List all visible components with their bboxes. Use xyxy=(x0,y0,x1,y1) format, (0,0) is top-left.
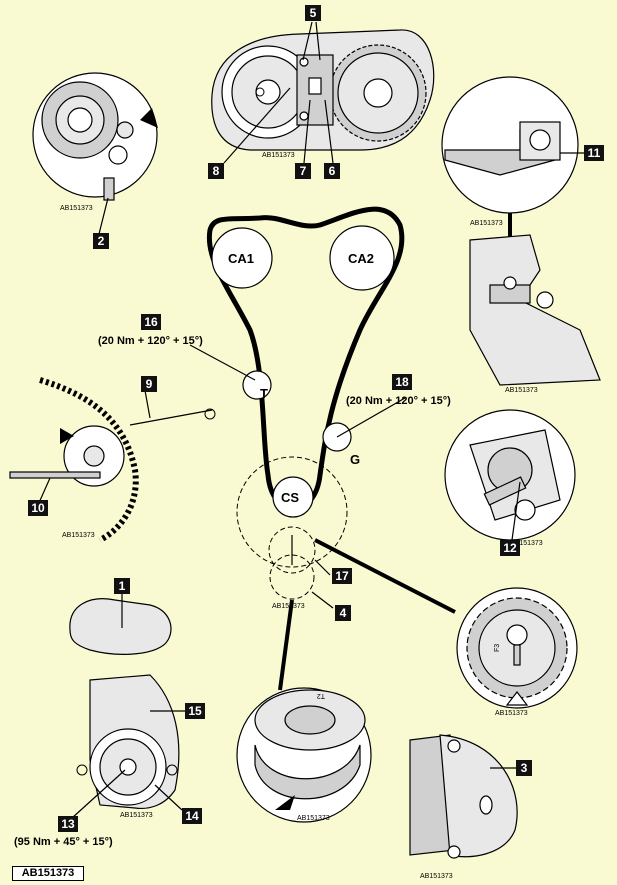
callout-5: 5 xyxy=(305,5,321,21)
svg-text:5: 5 xyxy=(310,6,317,20)
reference-code-box: AB151373 xyxy=(12,866,84,881)
callout-15: 15 xyxy=(185,703,205,719)
tensioner-pin-detail: AB151373 xyxy=(444,409,576,547)
ref-code-label: AB151373 xyxy=(470,220,503,227)
callout-11: 11 xyxy=(584,145,604,161)
callout-1: 1 xyxy=(114,578,130,594)
crank-lock-tool-detail: AB151373 xyxy=(409,734,518,880)
torque-spec-18: (20 Nm + 120° + 15°) xyxy=(346,395,451,407)
ref-code-label: AB151373 xyxy=(120,812,153,819)
callout-12: 12 xyxy=(500,540,520,556)
torque-spec-13: (95 Nm + 45° + 15°) xyxy=(14,836,113,848)
svg-text:16: 16 xyxy=(144,315,158,329)
callout-4: 4 xyxy=(335,605,351,621)
svg-text:9: 9 xyxy=(146,377,153,391)
svg-text:17: 17 xyxy=(335,569,349,583)
crankshaft-gear-detail: F3 AB151373 xyxy=(456,587,578,717)
svg-text:13: 13 xyxy=(61,817,75,831)
crank-mark-label: F3 xyxy=(494,644,501,652)
callout-16: 16 xyxy=(141,314,161,330)
pulley-cs-label: CS xyxy=(281,490,299,505)
lower-cover-and-pulley: AB151373 xyxy=(76,674,180,819)
svg-text:3: 3 xyxy=(521,761,528,775)
svg-text:10: 10 xyxy=(31,501,45,515)
callout-8: 8 xyxy=(208,163,224,179)
torque-spec-16: (20 Nm + 120° + 15°) xyxy=(98,335,203,347)
pulley-t-label: T xyxy=(260,386,268,401)
callout-10: 10 xyxy=(28,500,48,516)
svg-text:11: 11 xyxy=(588,146,601,160)
svg-text:12: 12 xyxy=(503,541,517,555)
svg-text:4: 4 xyxy=(340,606,347,620)
engine-bracket-detail: AB151373 xyxy=(469,234,601,394)
pulley-ca2-label: CA2 xyxy=(348,251,374,266)
tensioner-circle-detail: AB151373 xyxy=(32,72,158,212)
crankshaft-pulley-detail: T2 AB151373 xyxy=(236,687,372,823)
timing-belt-layout: CA1 CA2 CS T G AB151373 xyxy=(206,206,405,610)
svg-text:8: 8 xyxy=(213,164,220,178)
ref-code-label: AB151373 xyxy=(60,205,93,212)
ref-code-label: AB151373 xyxy=(510,540,543,547)
pulley-g-label: G xyxy=(350,452,360,467)
ref-code-label: AB151373 xyxy=(272,603,305,610)
callout-2: 2 xyxy=(93,233,109,249)
callout-14: 14 xyxy=(182,808,202,824)
svg-text:18: 18 xyxy=(395,375,409,389)
pulley-mark-label: T2 xyxy=(317,692,325,699)
callout-9: 9 xyxy=(141,376,157,392)
camshaft-gears-detail: AB151373 xyxy=(211,29,435,159)
svg-text:1: 1 xyxy=(119,579,126,593)
callout-13: 13 xyxy=(58,816,78,832)
svg-text:7: 7 xyxy=(300,164,307,178)
ref-code-label: AB151373 xyxy=(262,152,295,159)
svg-text:15: 15 xyxy=(188,704,202,718)
callout-18: 18 xyxy=(392,374,412,390)
timing-cover-part xyxy=(69,598,172,655)
camshaft-lock-tool-detail: AB151373 xyxy=(441,76,579,227)
pulley-ca1-label: CA1 xyxy=(228,251,254,266)
svg-text:2: 2 xyxy=(98,234,105,248)
ref-code-label: AB151373 xyxy=(297,815,330,822)
svg-text:14: 14 xyxy=(185,809,199,823)
tensioner-adjust-detail: AB151373 xyxy=(9,377,216,543)
ref-code-label: AB151373 xyxy=(420,873,453,880)
ref-code-label: AB151373 xyxy=(62,532,95,539)
right-cam-gear xyxy=(329,44,427,142)
ref-code-label: AB151373 xyxy=(495,710,528,717)
callout-3: 3 xyxy=(516,760,532,776)
ref-code-label: AB151373 xyxy=(505,387,538,394)
svg-text:6: 6 xyxy=(329,164,336,178)
callout-7: 7 xyxy=(295,163,311,179)
callout-17: 17 xyxy=(332,568,352,584)
callout-6: 6 xyxy=(324,163,340,179)
